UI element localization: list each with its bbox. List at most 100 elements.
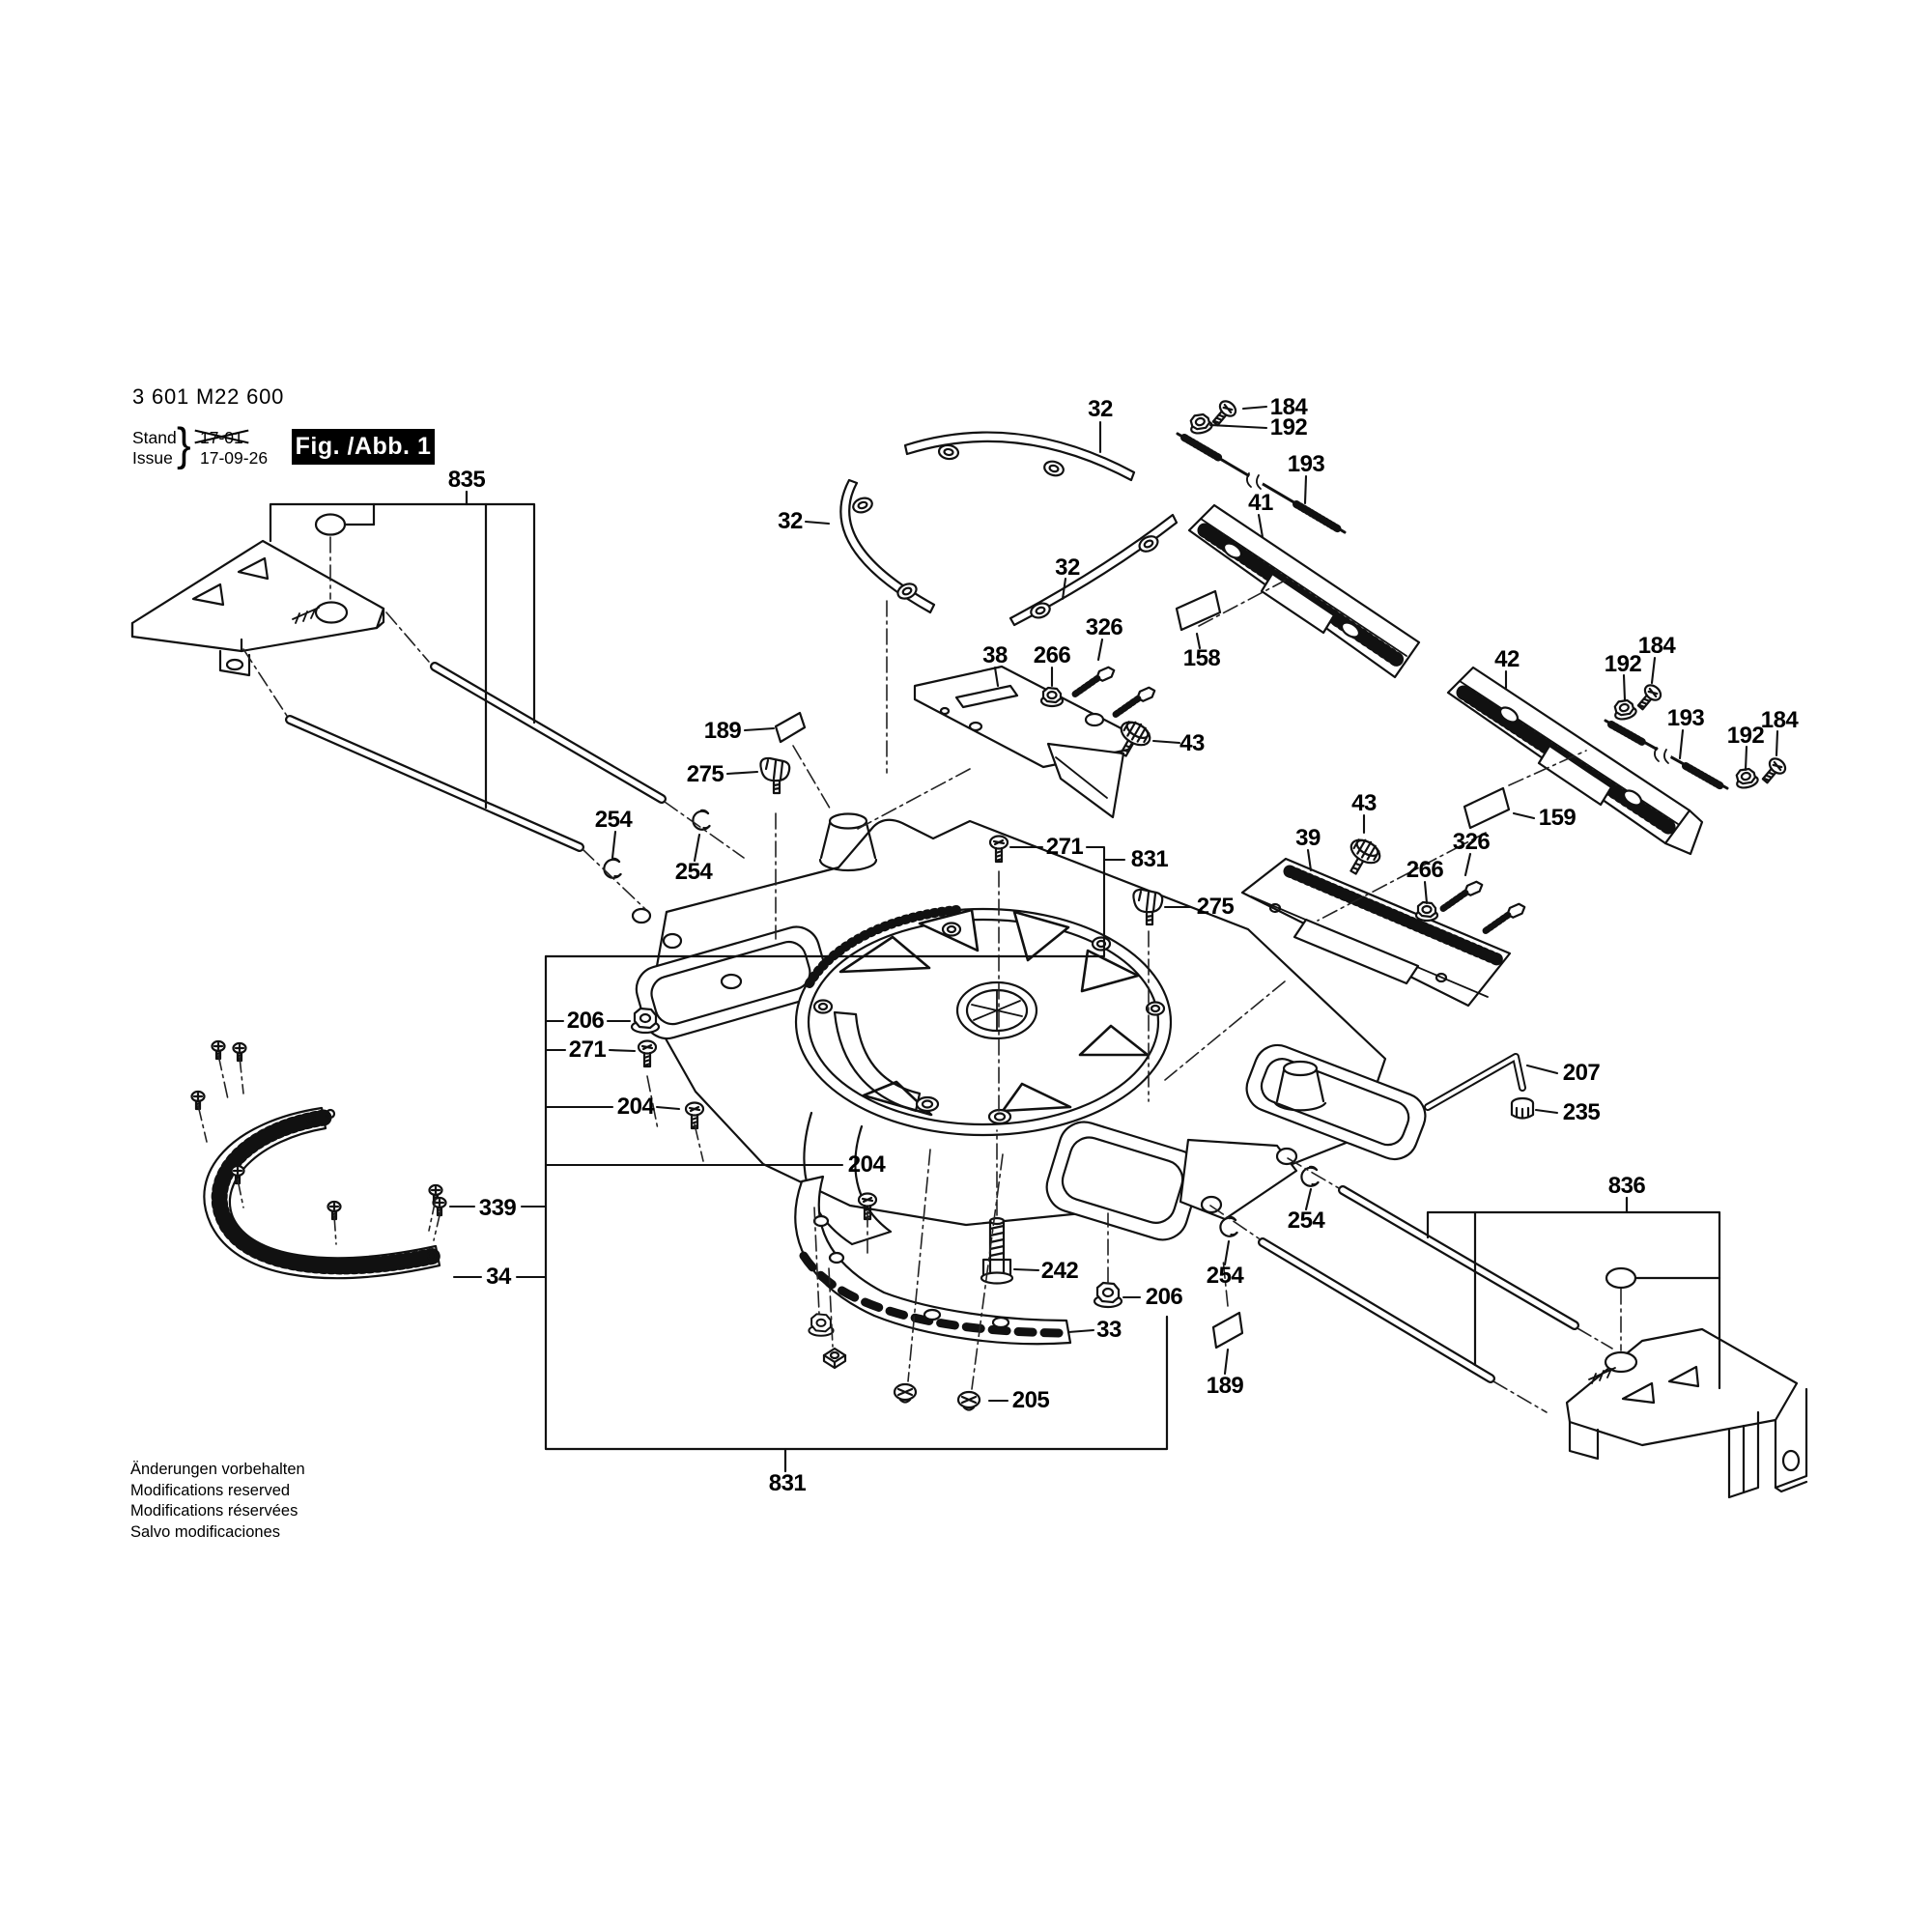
support-bracket-836 xyxy=(1565,1327,1808,1499)
part-label-206-left: 206 xyxy=(566,1008,605,1034)
part-label-41: 41 xyxy=(1248,490,1273,516)
part-label-43-right: 43 xyxy=(1351,790,1377,816)
fence-plate-38 xyxy=(913,665,1138,819)
part-label-254-c: 254 xyxy=(1287,1208,1325,1234)
part-label-271-right: 271 xyxy=(1045,834,1084,860)
guide-rail xyxy=(285,662,667,852)
part-label-192-right: 192 xyxy=(1726,723,1765,749)
part-label-326-left: 326 xyxy=(1085,614,1123,640)
rear-fence-42 xyxy=(1446,666,1704,856)
bolt-326 xyxy=(1112,684,1157,721)
screw-184 xyxy=(1633,681,1665,715)
part-label-32-mid: 32 xyxy=(1055,554,1080,581)
nut-266 xyxy=(1039,686,1065,708)
turntable xyxy=(794,905,1173,1246)
lock-knob-275 xyxy=(759,756,791,795)
nut-192 xyxy=(1186,411,1215,437)
retaining-clip-254 xyxy=(1219,1215,1238,1237)
part-label-235: 235 xyxy=(1562,1099,1601,1125)
part-label-204-left: 204 xyxy=(616,1094,655,1120)
modifications-note: Änderungen vorbehalten Modifications res… xyxy=(130,1460,305,1543)
washer xyxy=(1084,712,1105,727)
part-label-39: 39 xyxy=(1295,825,1321,851)
part-label-184-right: 184 xyxy=(1760,707,1799,733)
centerlines xyxy=(197,536,1622,1413)
bolt-326 xyxy=(1439,878,1485,915)
flange-nut xyxy=(808,1313,835,1337)
flange-nut-206 xyxy=(1093,1281,1123,1309)
scale-arc-34 xyxy=(203,1106,443,1280)
note-es: Salvo modificaciones xyxy=(130,1522,280,1541)
part-label-254-d: 254 xyxy=(1206,1263,1244,1289)
screw-184 xyxy=(1757,754,1790,788)
part-label-189-right: 189 xyxy=(1206,1373,1244,1399)
part-label-242: 242 xyxy=(1040,1258,1079,1284)
superseded-date: 17-01 xyxy=(200,428,243,447)
label-plate-189 xyxy=(774,711,807,744)
clamp-knob-43 xyxy=(1339,833,1385,882)
stand-label: Stand xyxy=(132,428,177,447)
issue-label: Issue xyxy=(132,448,173,468)
part-label-184-top: 184 xyxy=(1269,394,1308,420)
part-label-266-right: 266 xyxy=(1406,857,1444,883)
part-label-193-left: 193 xyxy=(1287,451,1325,477)
nut-192 xyxy=(1610,696,1639,723)
label-plate-158 xyxy=(1175,589,1222,632)
retaining-clip-254 xyxy=(603,857,622,879)
screw-205 xyxy=(956,1390,981,1411)
figure-label: Fig. /Abb. 1 xyxy=(292,429,435,465)
part-label-275-right: 275 xyxy=(1196,894,1235,920)
part-label-189-left: 189 xyxy=(703,718,742,744)
part-label-204-mid: 204 xyxy=(847,1151,886,1178)
kerf-arc-33 xyxy=(794,1175,1072,1346)
part-label-339: 339 xyxy=(478,1195,517,1221)
rear-fence-41 xyxy=(1187,503,1421,679)
label-plate-159 xyxy=(1463,786,1511,830)
kerf-ring-segments-32 xyxy=(839,431,1179,627)
square-nut xyxy=(822,1347,847,1370)
part-label-205: 205 xyxy=(1011,1387,1050,1413)
turntable-screw-holes xyxy=(812,922,1166,1125)
fence-plate-39 xyxy=(1240,857,1512,1008)
stand-issue-block: Stand Issue xyxy=(132,428,177,469)
screw-205 xyxy=(893,1382,918,1404)
retaining-clip-254 xyxy=(1300,1165,1320,1187)
part-label-43-left: 43 xyxy=(1179,730,1205,756)
part-label-275-left: 275 xyxy=(686,761,724,787)
part-label-33: 33 xyxy=(1096,1317,1122,1343)
part-label-326-right: 326 xyxy=(1452,829,1491,855)
part-label-193-right: 193 xyxy=(1666,705,1705,731)
part-label-835: 835 xyxy=(447,467,486,493)
part-label-184-upper: 184 xyxy=(1637,633,1676,659)
guide-rail xyxy=(1258,1185,1579,1383)
hex-key-207 xyxy=(1424,1053,1526,1111)
bolt-326 xyxy=(1482,900,1527,937)
part-label-159: 159 xyxy=(1538,805,1577,831)
part-label-38: 38 xyxy=(982,642,1008,668)
retaining-clip-254 xyxy=(692,809,711,831)
bolt-326 xyxy=(1071,664,1117,700)
part-label-836: 836 xyxy=(1607,1173,1646,1199)
rod-193-left xyxy=(1176,432,1347,534)
part-label-192-top: 192 xyxy=(1269,414,1308,440)
note-fr: Modifications réservées xyxy=(130,1502,298,1520)
issue-date: 17-09-26 xyxy=(200,448,269,468)
part-label-207: 207 xyxy=(1562,1060,1601,1086)
nut-266 xyxy=(1414,900,1439,923)
note-de: Änderungen vorbehalten xyxy=(130,1461,305,1478)
bolt-242 xyxy=(980,1216,1014,1285)
part-label-271-left: 271 xyxy=(568,1037,607,1063)
part-label-32-top: 32 xyxy=(1088,396,1113,422)
part-label-831-bottom: 831 xyxy=(768,1470,807,1496)
cap-235 xyxy=(1510,1096,1535,1120)
part-label-831-right: 831 xyxy=(1130,846,1169,872)
document-number: 3 601 M22 600 xyxy=(132,384,285,409)
label-plate-189 xyxy=(1211,1311,1244,1350)
leader-lines xyxy=(448,405,1779,1403)
date-block: 17-01 17-09-26 xyxy=(200,428,268,469)
part-label-158: 158 xyxy=(1182,645,1221,671)
part-label-266-left: 266 xyxy=(1033,642,1071,668)
brace-glyph: } xyxy=(177,419,191,470)
note-en: Modifications reserved xyxy=(130,1481,291,1499)
